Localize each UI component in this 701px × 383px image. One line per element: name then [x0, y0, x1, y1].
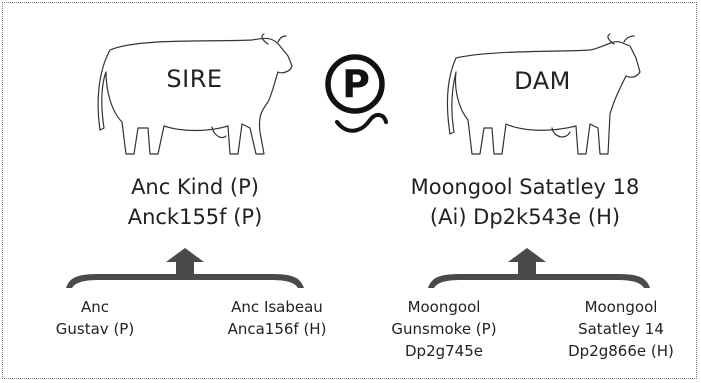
dam-name-line1: Moongool Satatley 18 — [410, 175, 640, 199]
dam-dam-line3: Dp2g866e (H) — [568, 342, 674, 360]
dam-sire-line3: Dp2g745e — [405, 342, 483, 360]
polled-logo-letter: P — [342, 62, 370, 106]
dam-lineage-bracket — [428, 248, 650, 288]
dam-name-line2: (Ai) Dp2k543e (H) — [429, 205, 621, 229]
dam-sire: Moongool Gunsmoke (P) Dp2g745e — [384, 296, 504, 362]
sire-dam-line2: Anca156f (H) — [227, 320, 327, 338]
diagram-frame — [2, 2, 697, 379]
sire-dam-line1: Anc Isabeau — [231, 298, 323, 316]
sire-sire: Anc Gustav (P) — [40, 296, 150, 340]
dam-label: DAM — [514, 67, 571, 95]
sire-dam: Anc Isabeau Anca156f (H) — [212, 296, 342, 340]
polled-logo-icon: P — [325, 54, 388, 133]
dam-name: Moongool Satatley 18 (Ai) Dp2k543e (H) — [385, 172, 665, 232]
sire-sire-line1: Anc — [80, 298, 109, 316]
sire-name-line2: Anck155f (P) — [127, 205, 263, 229]
sire-name-line1: Anc Kind (P) — [131, 175, 259, 199]
dam-dam-line1: Moongool — [584, 298, 658, 316]
sire-label: SIRE — [166, 65, 223, 93]
sire-sire-line2: Gustav (P) — [55, 320, 135, 338]
dam-dam: Moongool Satatley 14 Dp2g866e (H) — [556, 296, 686, 362]
sire-name: Anc Kind (P) Anck155f (P) — [90, 172, 300, 232]
cow-outline-icon — [446, 33, 641, 155]
bull-outline-icon — [97, 33, 293, 155]
dam-sire-line2: Gunsmoke (P) — [391, 320, 497, 338]
dam-sire-line1: Moongool — [407, 298, 481, 316]
dam-dam-line2: Satatley 14 — [578, 320, 664, 338]
sire-lineage-bracket — [66, 248, 304, 288]
